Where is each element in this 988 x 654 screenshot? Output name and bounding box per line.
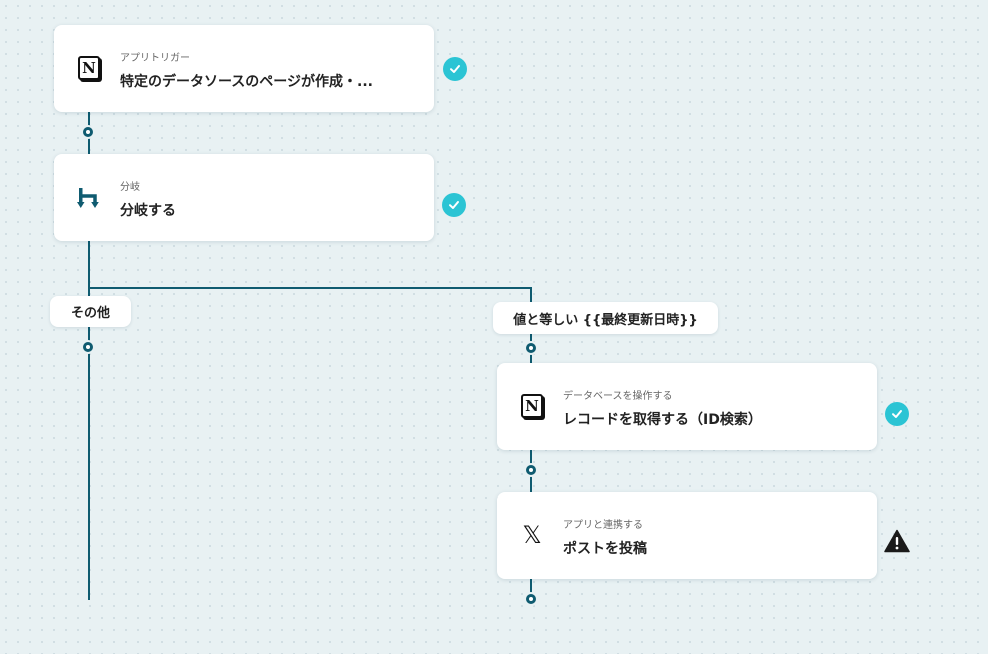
warning-icon [884, 529, 910, 553]
step-title: レコードを取得する（ID検索） [563, 412, 762, 428]
add-step-node[interactable] [524, 463, 538, 477]
branch-label-other[interactable]: その他 [50, 296, 131, 327]
success-check-icon [442, 193, 466, 217]
success-check-icon [443, 57, 467, 81]
step-type-label: アプリと連携する [563, 520, 643, 531]
step-title: 特定のデータソースのページが作成・... [120, 74, 373, 90]
notion-icon: N [74, 53, 104, 83]
branch-connector-line [88, 287, 532, 289]
trigger-step-card[interactable]: N アプリトリガー 特定のデータソースのページが作成・... [54, 25, 434, 112]
step-type-label: アプリトリガー [120, 53, 190, 64]
post-step-card[interactable]: 𝕏 アプリと連携する ポストを投稿 [497, 492, 877, 579]
add-step-node[interactable] [81, 340, 95, 354]
add-step-node[interactable] [524, 592, 538, 606]
step-title: ポストを投稿 [563, 541, 647, 557]
notion-icon: N [517, 391, 547, 421]
step-type-label: データベースを操作する [563, 391, 673, 402]
branch-label-condition[interactable]: 値と等しい {{最終更新日時}} [493, 302, 718, 334]
connector-line [88, 241, 90, 600]
x-icon: 𝕏 [522, 521, 542, 549]
branch-step-card[interactable]: 分岐 分岐する [54, 154, 434, 241]
step-type-label: 分岐 [120, 182, 140, 193]
add-step-node[interactable] [524, 341, 538, 355]
success-check-icon [885, 402, 909, 426]
add-step-node[interactable] [81, 125, 95, 139]
get-record-step-card[interactable]: N データベースを操作する レコードを取得する（ID検索） [497, 363, 877, 450]
branch-icon [74, 184, 104, 214]
connector-line [530, 579, 532, 594]
step-title: 分岐する [120, 203, 176, 219]
